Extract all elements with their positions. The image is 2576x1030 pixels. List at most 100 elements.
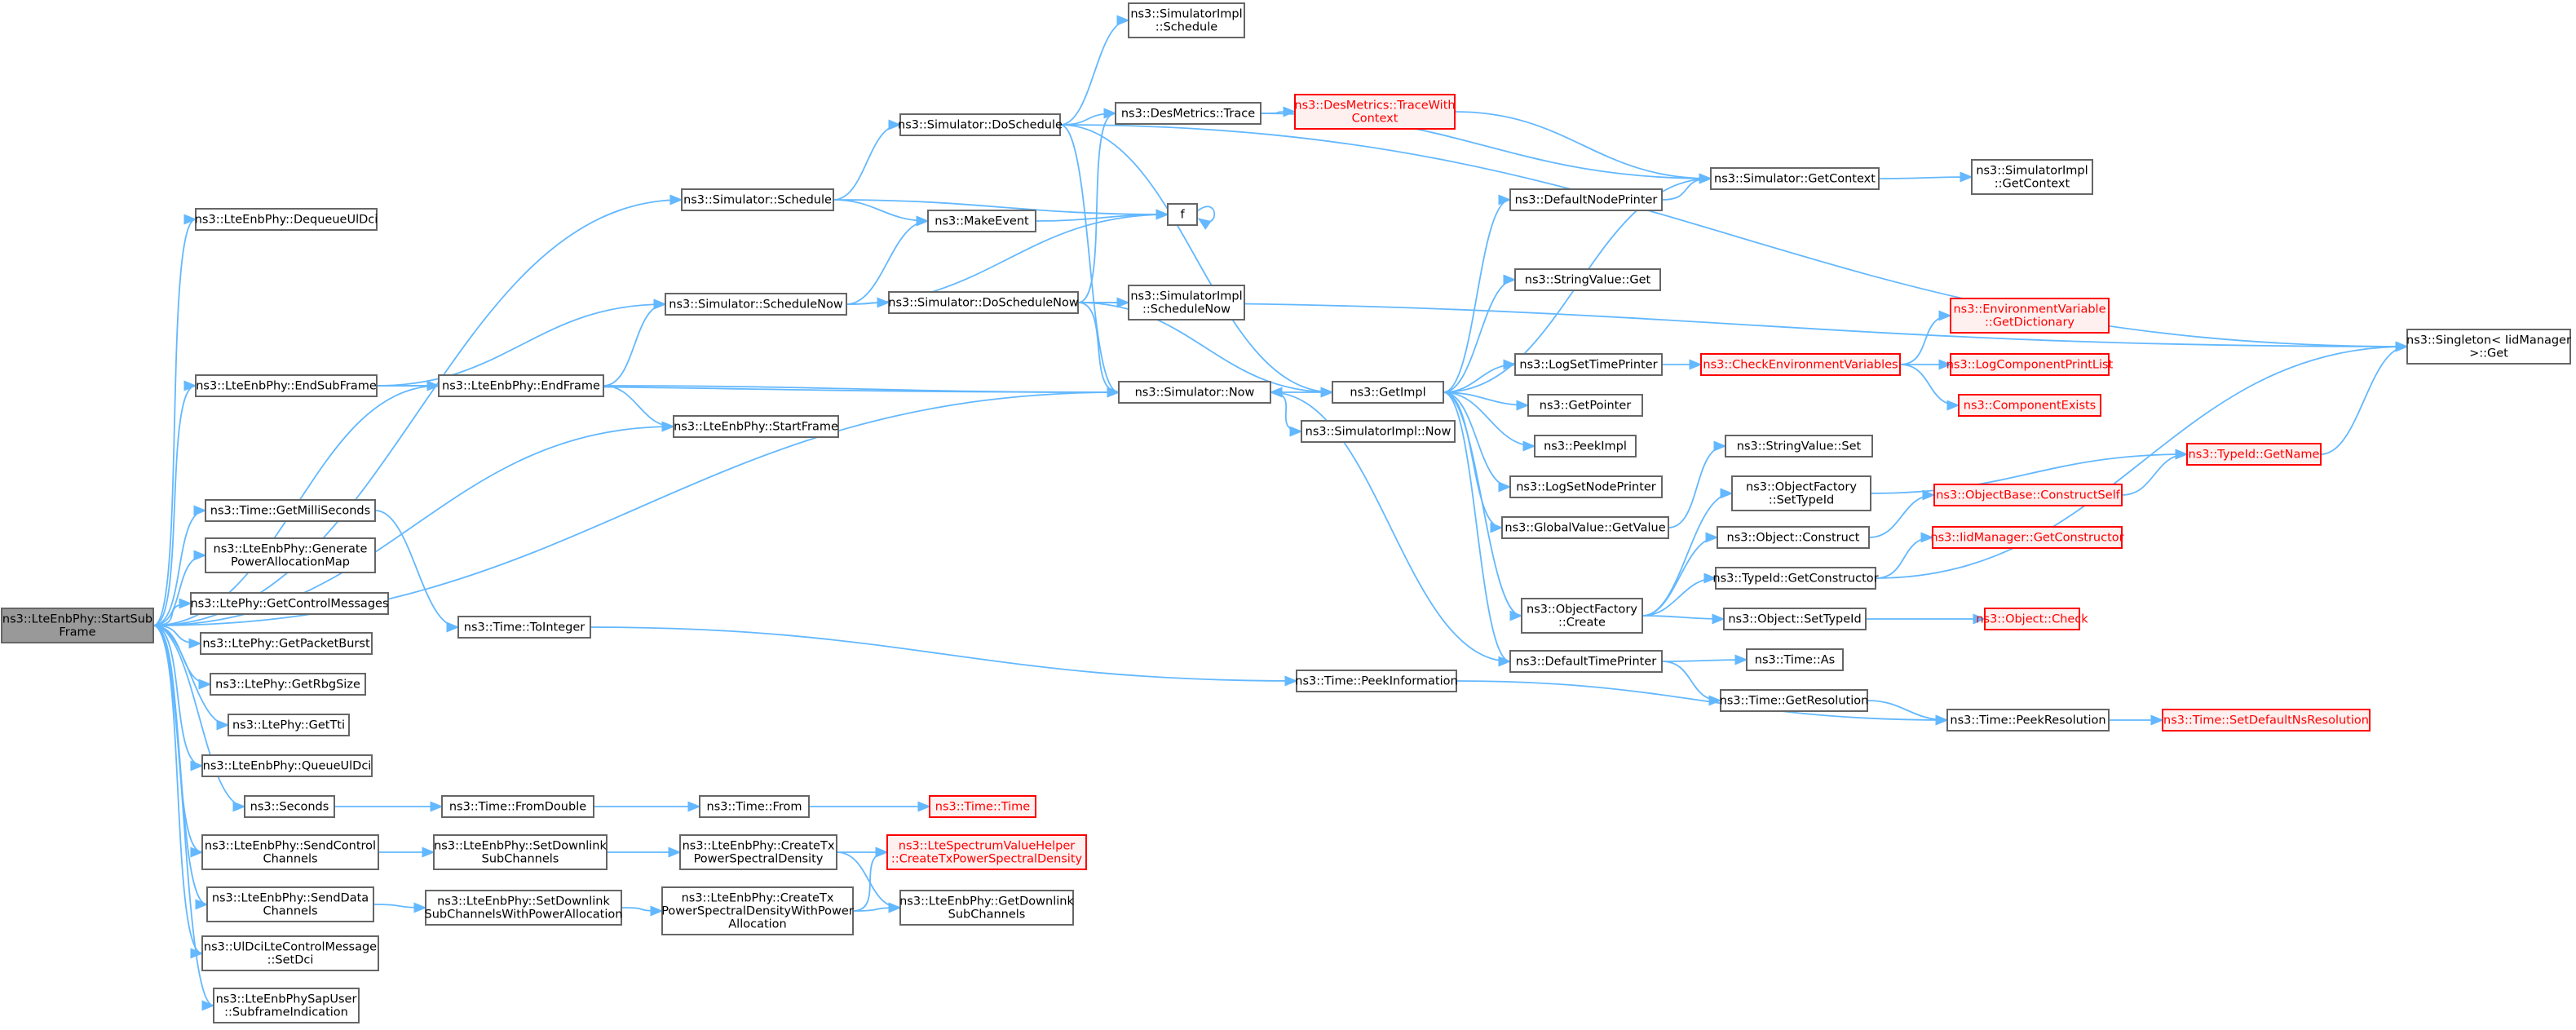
node-ns3-simulator-schedulenow[interactable]: ns3::Simulator::ScheduleNow bbox=[665, 293, 847, 316]
node-ns3-simulatorimpl-schedule[interactable]: ns3::SimulatorImpl::Schedule bbox=[1128, 2, 1245, 38]
node-box bbox=[201, 834, 379, 870]
node-ns3-stringvalue-set[interactable]: ns3::StringValue::Set bbox=[1725, 435, 1873, 458]
node-label: SubChannels bbox=[482, 853, 559, 866]
edge-n38-to-n50 bbox=[1443, 391, 1530, 411]
node-ns3-lteenbphy-createtx-powerspectraldensitywithpower-allocation[interactable]: ns3::LteEnbPhy::CreateTxPowerSpectralDen… bbox=[661, 886, 854, 935]
edge-n53-to-n54 bbox=[1668, 440, 1727, 528]
node-ns3-simulatorimpl-getcontext[interactable]: ns3::SimulatorImpl::GetContext bbox=[1971, 159, 2093, 195]
node-ns3-getpointer[interactable]: ns3::GetPointer bbox=[1527, 394, 1643, 417]
node-ns3-ltephy-getcontrolmessages[interactable]: ns3::LtePhy::GetControlMessages bbox=[190, 592, 389, 615]
node-ns3-simulator-schedule[interactable]: ns3::Simulator::Schedule bbox=[681, 188, 834, 211]
node-ns3-componentexists[interactable]: ns3::ComponentExists bbox=[1958, 394, 2101, 417]
edge-n67-to-n68 bbox=[1867, 700, 1949, 726]
node-label: ns3::ComponentExists bbox=[1964, 400, 2097, 413]
node-ns3-time-getresolution[interactable]: ns3::Time::GetResolution bbox=[1720, 689, 1869, 712]
node-ns3-ltephy-getpacketburst[interactable]: ns3::LtePhy::GetPacketBurst bbox=[200, 632, 373, 655]
node-box bbox=[2406, 329, 2571, 365]
node-ns3-time-getmilliseconds[interactable]: ns3::Time::GetMilliSeconds bbox=[205, 499, 376, 522]
node-ns3-object-check[interactable]: ns3::Object::Check bbox=[1976, 608, 2088, 630]
node-ns3-simulator-doschedule[interactable]: ns3::Simulator::DoSchedule bbox=[898, 113, 1063, 136]
edge-n0-to-n8 bbox=[152, 505, 207, 626]
node-label: ::SetTypeId bbox=[1769, 494, 1834, 507]
edge-n0-to-n16 bbox=[152, 625, 246, 812]
node-label: Channels bbox=[263, 905, 317, 918]
node-ns3-time-from[interactable]: ns3::Time::From bbox=[699, 795, 810, 818]
node-ns3-getimpl[interactable]: ns3::GetImpl bbox=[1332, 381, 1444, 404]
node-ns3-objectfactory-settypeid[interactable]: ns3::ObjectFactory::SetTypeId bbox=[1731, 475, 1871, 511]
edge-n65-to-n67 bbox=[1661, 661, 1722, 706]
node-label: ns3::SimulatorImpl bbox=[1130, 290, 1242, 303]
node-ns3-defaulttimeprinter[interactable]: ns3::DefaultTimePrinter bbox=[1509, 650, 1663, 673]
node-ns3-objectfactory-create[interactable]: ns3::ObjectFactory::Create bbox=[1521, 598, 1643, 634]
node-ns3-time-setdefaultnsresolution[interactable]: ns3::Time::SetDefaultNsResolution bbox=[2162, 709, 2371, 732]
node-ns3-peekimpl[interactable]: ns3::PeekImpl bbox=[1534, 435, 1637, 458]
node-ns3-lteenbphy-queueuldci[interactable]: ns3::LteEnbPhy::QueueUlDci bbox=[201, 754, 373, 777]
node-box bbox=[1946, 709, 2110, 732]
node-ns3-environmentvariable-getdictionary[interactable]: ns3::EnvironmentVariable::GetDictionary bbox=[1950, 298, 2110, 334]
node-ns3-defaultnodeprinter[interactable]: ns3::DefaultNodePrinter bbox=[1509, 188, 1663, 211]
node-box bbox=[1514, 268, 1661, 291]
node-ns3-objectbase-constructself[interactable]: ns3::ObjectBase::ConstructSelf bbox=[1933, 484, 2123, 506]
node-ns3-ltephy-gettti[interactable]: ns3::LtePhy::GetTti bbox=[228, 714, 350, 736]
node-ns3-time-tointeger[interactable]: ns3::Time::ToInteger bbox=[457, 616, 591, 639]
node-ns3-time-as[interactable]: ns3::Time::As bbox=[1746, 648, 1844, 671]
node-label: ns3::LtePhy::GetControlMessages bbox=[190, 598, 388, 611]
node-ns3-lteenbphy-generate-powerallocationmap[interactable]: ns3::LteEnbPhy::GeneratePowerAllocationM… bbox=[205, 537, 376, 573]
node-ns3-time-peekinformation[interactable]: ns3::Time::PeekInformation bbox=[1295, 670, 1458, 692]
edge-n33-to-n41 bbox=[1454, 111, 1712, 184]
node-ns3-iidmanager-getconstructor[interactable]: ns3::IidManager::GetConstructor bbox=[1930, 526, 2124, 549]
node-box bbox=[1971, 159, 2093, 195]
node-ns3-logsettimeprinter[interactable]: ns3::LogSetTimePrinter bbox=[1514, 353, 1663, 376]
node-ns3-time-fromdouble[interactable]: ns3::Time::FromDouble bbox=[441, 795, 594, 818]
node-label: ns3::LogSetTimePrinter bbox=[1519, 359, 1657, 372]
node-ns3-time-time[interactable]: ns3::Time::Time bbox=[929, 795, 1036, 818]
node-ns3-checkenvironmentvariables[interactable]: ns3::CheckEnvironmentVariables bbox=[1700, 353, 1901, 376]
node-ns3-simulatorimpl-now[interactable]: ns3::SimulatorImpl::Now bbox=[1301, 420, 1456, 443]
node-label: ns3::LteEnbPhy::SendControl bbox=[205, 840, 376, 853]
node-ns3-lteenbphy-endsubframe[interactable]: ns3::LteEnbPhy::EndSubFrame bbox=[195, 374, 378, 397]
node-f[interactable]: f bbox=[1167, 203, 1198, 226]
node-label: ns3::LteEnbPhy::DequeueUlDci bbox=[195, 214, 378, 227]
edge-n0-to-n28 bbox=[152, 625, 204, 959]
node-ns3-typeid-getconstructor[interactable]: ns3::TypeId::GetConstructor bbox=[1712, 567, 1879, 590]
node-ns3-simulator-doschedulenow[interactable]: ns3::Simulator::DoScheduleNow bbox=[888, 291, 1079, 314]
node-ns3-ltespectrumvaluehelper-createtxpowerspectraldensity[interactable]: ns3::LteSpectrumValueHelper::CreateTxPow… bbox=[886, 834, 1087, 870]
node-ns3-globalvalue-getvalue[interactable]: ns3::GlobalValue::GetValue bbox=[1501, 516, 1669, 539]
node-ns3-lteenbphy-endframe[interactable]: ns3::LteEnbPhy::EndFrame bbox=[438, 374, 604, 397]
edge-n65-to-n7 bbox=[1269, 387, 1511, 662]
node-box bbox=[457, 616, 591, 639]
node-ns3-typeid-getname[interactable]: ns3::TypeId::GetName bbox=[2186, 443, 2322, 466]
node-box bbox=[1958, 394, 2101, 417]
node-ns3-lteenbphysapuser-subframeindication[interactable]: ns3::LteEnbPhySapUser::SubframeIndicatio… bbox=[213, 988, 360, 1023]
node-ns3-lteenbphy-createtx-powerspectraldensity[interactable]: ns3::LteEnbPhy::CreateTxPowerSpectralDen… bbox=[679, 834, 837, 870]
node-ns3-logsetnodeprinter[interactable]: ns3::LogSetNodePrinter bbox=[1509, 475, 1663, 498]
node-ns3-lteenbphy-dequeueuldci[interactable]: ns3::LteEnbPhy::DequeueUlDci bbox=[195, 208, 378, 231]
edge-n38-to-n51 bbox=[1443, 391, 1536, 452]
node-ns3-makeevent[interactable]: ns3::MakeEvent bbox=[927, 210, 1036, 232]
node-ns3-lteenbphy-setdownlink-subchannelswithpowerallocation[interactable]: ns3::LteEnbPhy::SetDownlinkSubChannelsWi… bbox=[425, 890, 623, 926]
node-ns3-object-construct[interactable]: ns3::Object::Construct bbox=[1717, 526, 1870, 549]
node-ns3-time-peekresolution[interactable]: ns3::Time::PeekResolution bbox=[1946, 709, 2110, 732]
node-ns3-desmetrics-trace[interactable]: ns3::DesMetrics::Trace bbox=[1115, 102, 1261, 125]
node-ns3-simulator-now[interactable]: ns3::Simulator::Now bbox=[1118, 381, 1271, 404]
edge-n3-to-n4 bbox=[376, 298, 667, 387]
node-ns3-simulator-getcontext[interactable]: ns3::Simulator::GetContext bbox=[1710, 167, 1880, 190]
node-ns3-lteenbphy-startframe[interactable]: ns3::LteEnbPhy::StartFrame bbox=[673, 415, 839, 438]
node-ns3-object-settypeid[interactable]: ns3::Object::SetTypeId bbox=[1723, 608, 1867, 630]
node-ns3-simulatorimpl-schedulenow[interactable]: ns3::SimulatorImpl::ScheduleNow bbox=[1128, 285, 1245, 320]
node-ns3-singleton-iidmanager-get[interactable]: ns3::Singleton< IidManager>::Get bbox=[2406, 329, 2571, 365]
node-label: ns3::SimulatorImpl bbox=[1976, 165, 2088, 178]
node-ns3-seconds[interactable]: ns3::Seconds bbox=[244, 795, 335, 818]
node-ns3-stringvalue-get[interactable]: ns3::StringValue::Get bbox=[1514, 268, 1661, 291]
node-label: SubChannels bbox=[948, 908, 1026, 922]
node-label: ns3::Seconds bbox=[250, 801, 329, 814]
node-ns3-ltephy-getrbgsize[interactable]: ns3::LtePhy::GetRbgSize bbox=[210, 673, 366, 696]
node-ns3-uldciltecontrolmessage-setdci[interactable]: ns3::UlDciLteControlMessage::SetDci bbox=[201, 935, 379, 971]
node-ns3-logcomponentprintlist[interactable]: ns3::LogComponentPrintList bbox=[1946, 353, 2114, 376]
